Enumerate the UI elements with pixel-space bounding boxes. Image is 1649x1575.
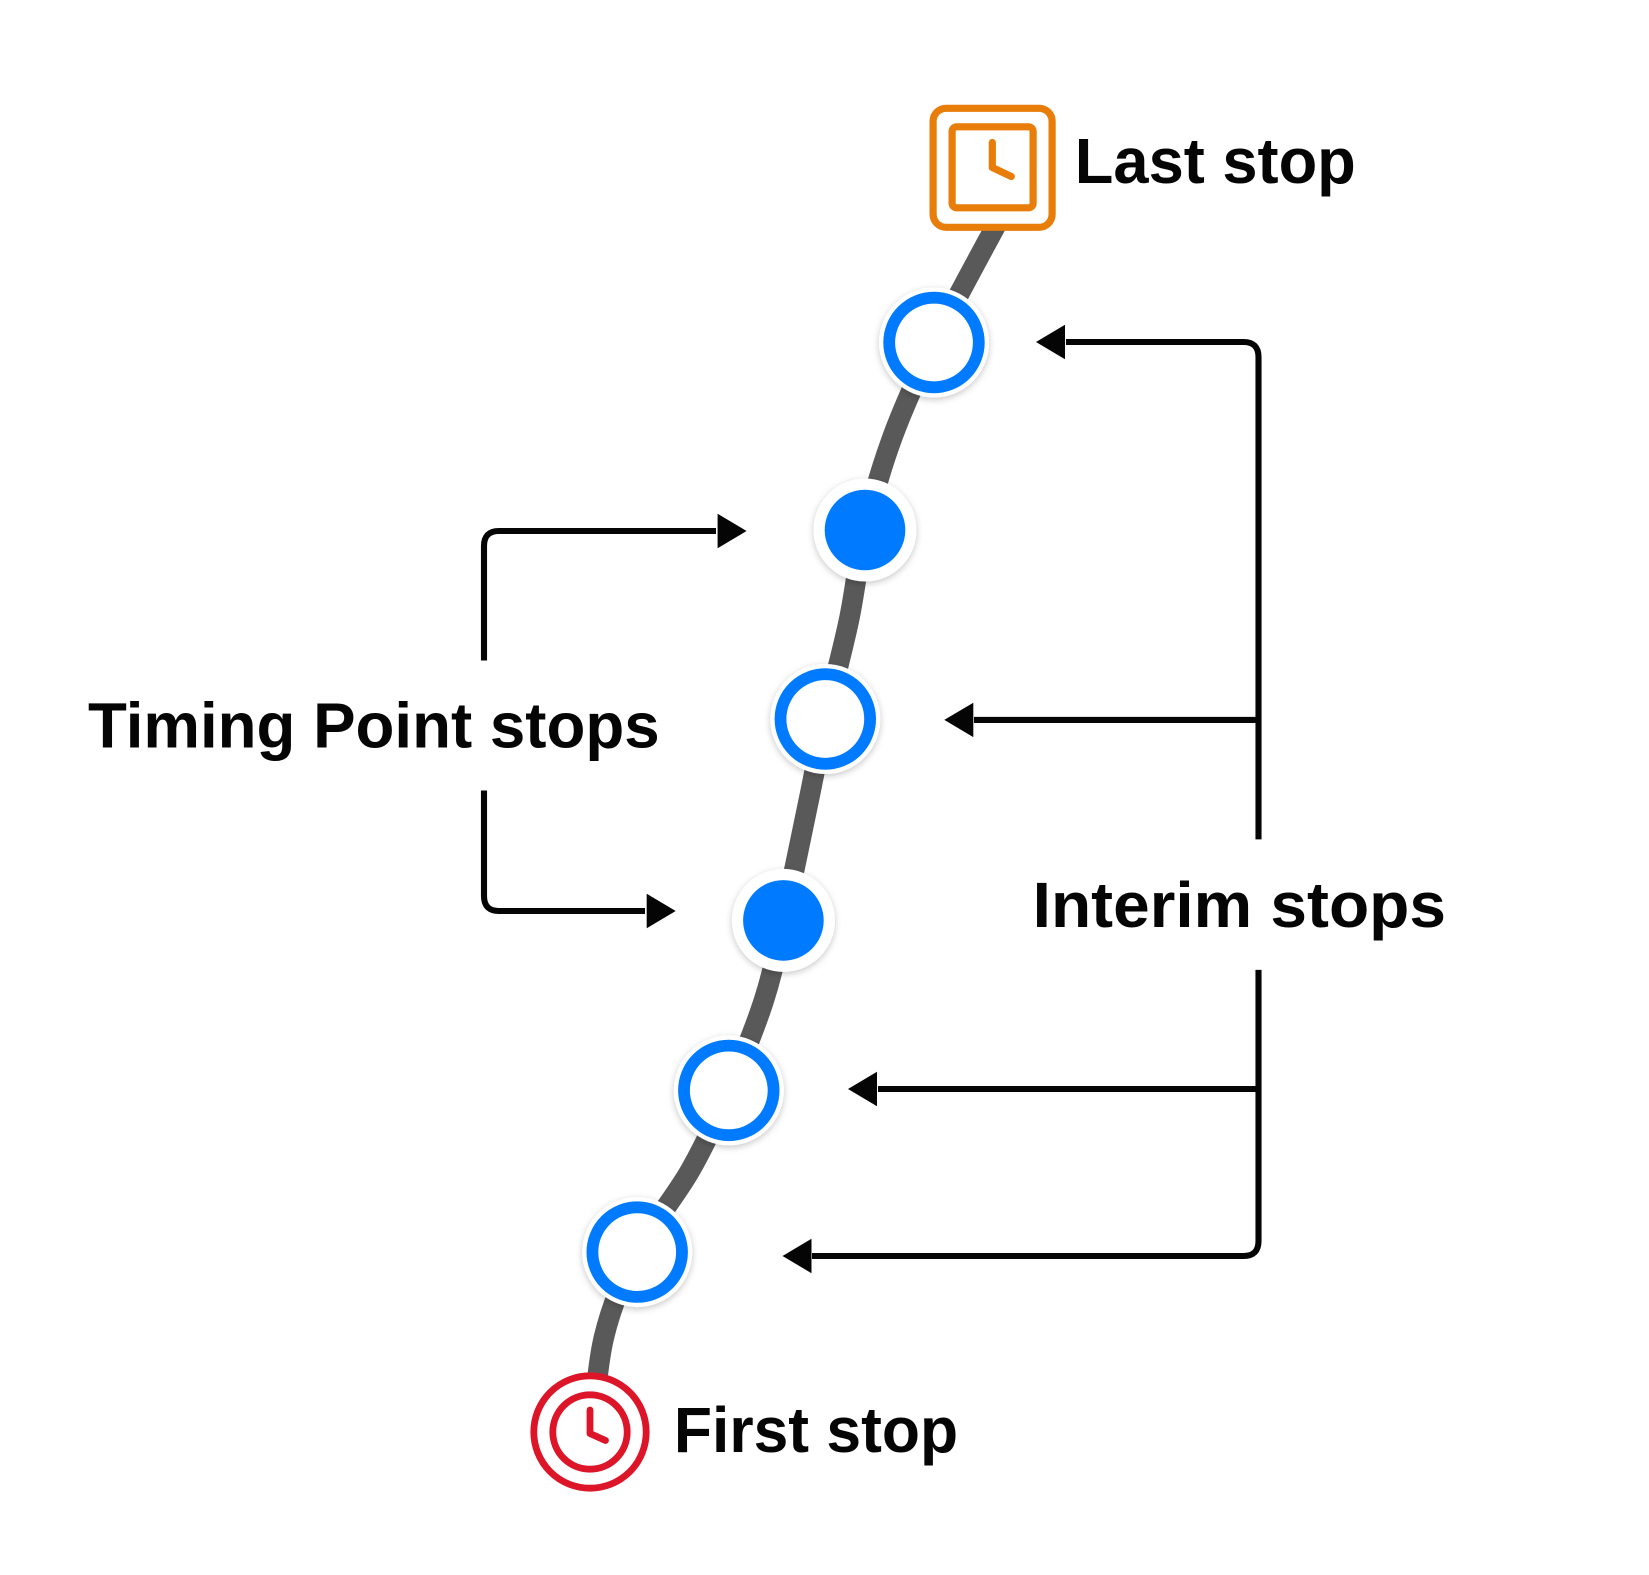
- svg-text:First stop: First stop: [674, 1394, 958, 1466]
- svg-text:Last stop: Last stop: [1075, 125, 1356, 197]
- svg-text:Interim stops: Interim stops: [1033, 869, 1446, 941]
- svg-text:Timing Point stops: Timing Point stops: [88, 690, 660, 762]
